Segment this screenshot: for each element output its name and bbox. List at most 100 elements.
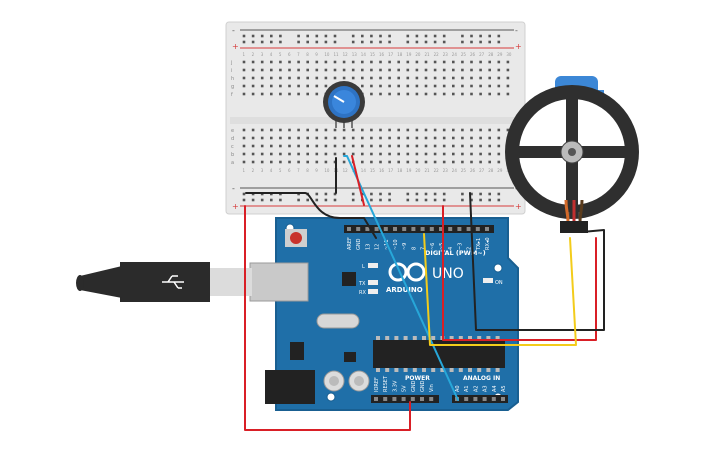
- usb-port: [249, 262, 309, 302]
- row-letter: c: [231, 144, 234, 150]
- usb-cable[interactable]: [76, 262, 252, 302]
- pin-label: Vin: [429, 384, 435, 392]
- column-number: 17: [388, 52, 394, 57]
- breadboard-holes: jihgfedcba112233445566778899101011111212…: [230, 34, 512, 202]
- column-number: 30: [506, 52, 512, 57]
- row-letter: f: [231, 92, 233, 98]
- servo-connector[interactable]: [560, 221, 588, 233]
- pin-label: RESET: [383, 375, 389, 392]
- digital-label: DIGITAL (PWM~): [425, 249, 486, 257]
- column-number: 20: [415, 52, 421, 57]
- column-number: 19: [406, 52, 412, 57]
- wire-servo-vcc[interactable]: [442, 205, 597, 341]
- breadboard[interactable]: jihgfedcba112233445566778899101011111212…: [225, 21, 526, 215]
- column-number: 27: [479, 168, 485, 173]
- power-jack: [265, 370, 315, 404]
- pin-label: A3: [483, 385, 489, 392]
- column-number: 9: [315, 168, 318, 173]
- rail-plus-bottom-right: +: [515, 202, 522, 211]
- column-number: 16: [379, 52, 385, 57]
- wire-pot-vcc[interactable]: [351, 155, 365, 206]
- column-number: 29: [497, 168, 503, 173]
- column-number: 23: [443, 52, 449, 57]
- pin-label: 4: [448, 247, 454, 250]
- analog-header[interactable]: [452, 395, 508, 403]
- row-letter: b: [231, 152, 234, 158]
- column-number: 5: [279, 52, 282, 57]
- column-number: 21: [425, 52, 431, 57]
- row-letter: g: [231, 84, 234, 90]
- column-number: 11: [334, 52, 340, 57]
- column-number: 14: [361, 52, 367, 57]
- column-number: 10: [324, 52, 330, 57]
- reset-button[interactable]: [285, 229, 307, 247]
- rx-label: RX: [359, 290, 366, 296]
- column-number: 12: [343, 168, 349, 173]
- column-number: 6: [288, 168, 291, 173]
- digital-header[interactable]: [344, 225, 494, 233]
- column-number: 1: [243, 168, 246, 173]
- column-number: 28: [488, 52, 494, 57]
- column-number: 18: [397, 52, 403, 57]
- pin-label: 5V: [402, 385, 408, 392]
- column-number: 26: [470, 168, 476, 173]
- pin-label: ~10: [393, 239, 399, 250]
- pin-label: A1: [464, 385, 470, 392]
- column-number: 24: [452, 168, 458, 173]
- column-number: 18: [397, 168, 403, 173]
- row-letter: h: [231, 76, 234, 82]
- row-letter: j: [230, 60, 232, 66]
- pin-label: A0: [455, 385, 461, 392]
- pin-label: GND: [356, 238, 362, 250]
- pin-label: ~3: [457, 243, 463, 250]
- wire-servo-signal[interactable]: [423, 233, 577, 346]
- wire-pot-signal[interactable]: [343, 155, 459, 401]
- wire-gnd[interactable]: [245, 192, 377, 239]
- column-number: 17: [388, 168, 394, 173]
- column-number: 3: [261, 52, 264, 57]
- potentiometer[interactable]: [323, 81, 365, 128]
- servo-motor[interactable]: [505, 76, 639, 233]
- column-number: 8: [306, 52, 309, 57]
- column-number: 26: [470, 52, 476, 57]
- column-number: 1: [243, 52, 246, 57]
- arduino-logo-text: ARDUINO: [386, 286, 423, 294]
- column-number: 20: [415, 168, 421, 173]
- wire-servo-gnd[interactable]: [469, 192, 605, 331]
- l-label: L: [362, 264, 365, 270]
- pin-label: 8: [411, 247, 417, 250]
- chip-pins: [376, 336, 500, 372]
- row-letter: i: [231, 68, 232, 74]
- column-number: 2: [252, 168, 255, 173]
- column-number: 15: [370, 52, 376, 57]
- pin-label: ~9: [402, 243, 408, 250]
- pin-label: GND: [411, 380, 417, 392]
- usb-symbol-icon: [162, 275, 184, 289]
- column-number: 25: [461, 168, 467, 173]
- row-letter: a: [231, 160, 234, 166]
- pin-label: IOREF: [374, 377, 380, 392]
- rail-minus-bottom: -: [232, 184, 235, 193]
- pin-label: ~6: [430, 243, 436, 250]
- column-number: 19: [406, 168, 412, 173]
- column-number: 6: [288, 52, 291, 57]
- arduino-logo: ARDUINO: [386, 262, 426, 294]
- header-holes: [347, 227, 505, 401]
- pin-label: 13: [365, 244, 371, 250]
- wires: [244, 155, 605, 431]
- column-number: 28: [488, 168, 494, 173]
- column-number: 5: [279, 168, 282, 173]
- pin-label: 7: [421, 247, 427, 250]
- column-number: 7: [297, 168, 300, 173]
- row-letter: d: [231, 136, 234, 142]
- pin-label: 3.3V: [392, 380, 398, 392]
- wire-5v[interactable]: [244, 205, 411, 431]
- column-number: 25: [461, 52, 467, 57]
- arduino-uno-board[interactable]: ARDUINO UNO DIGITAL (PWM~) ANALOG IN POW…: [249, 217, 519, 411]
- pin-label: 12: [375, 244, 381, 250]
- column-number: 7: [297, 52, 300, 57]
- analog-label: ANALOG IN: [463, 375, 500, 382]
- column-number: 3: [261, 168, 264, 173]
- column-number: 22: [434, 52, 440, 57]
